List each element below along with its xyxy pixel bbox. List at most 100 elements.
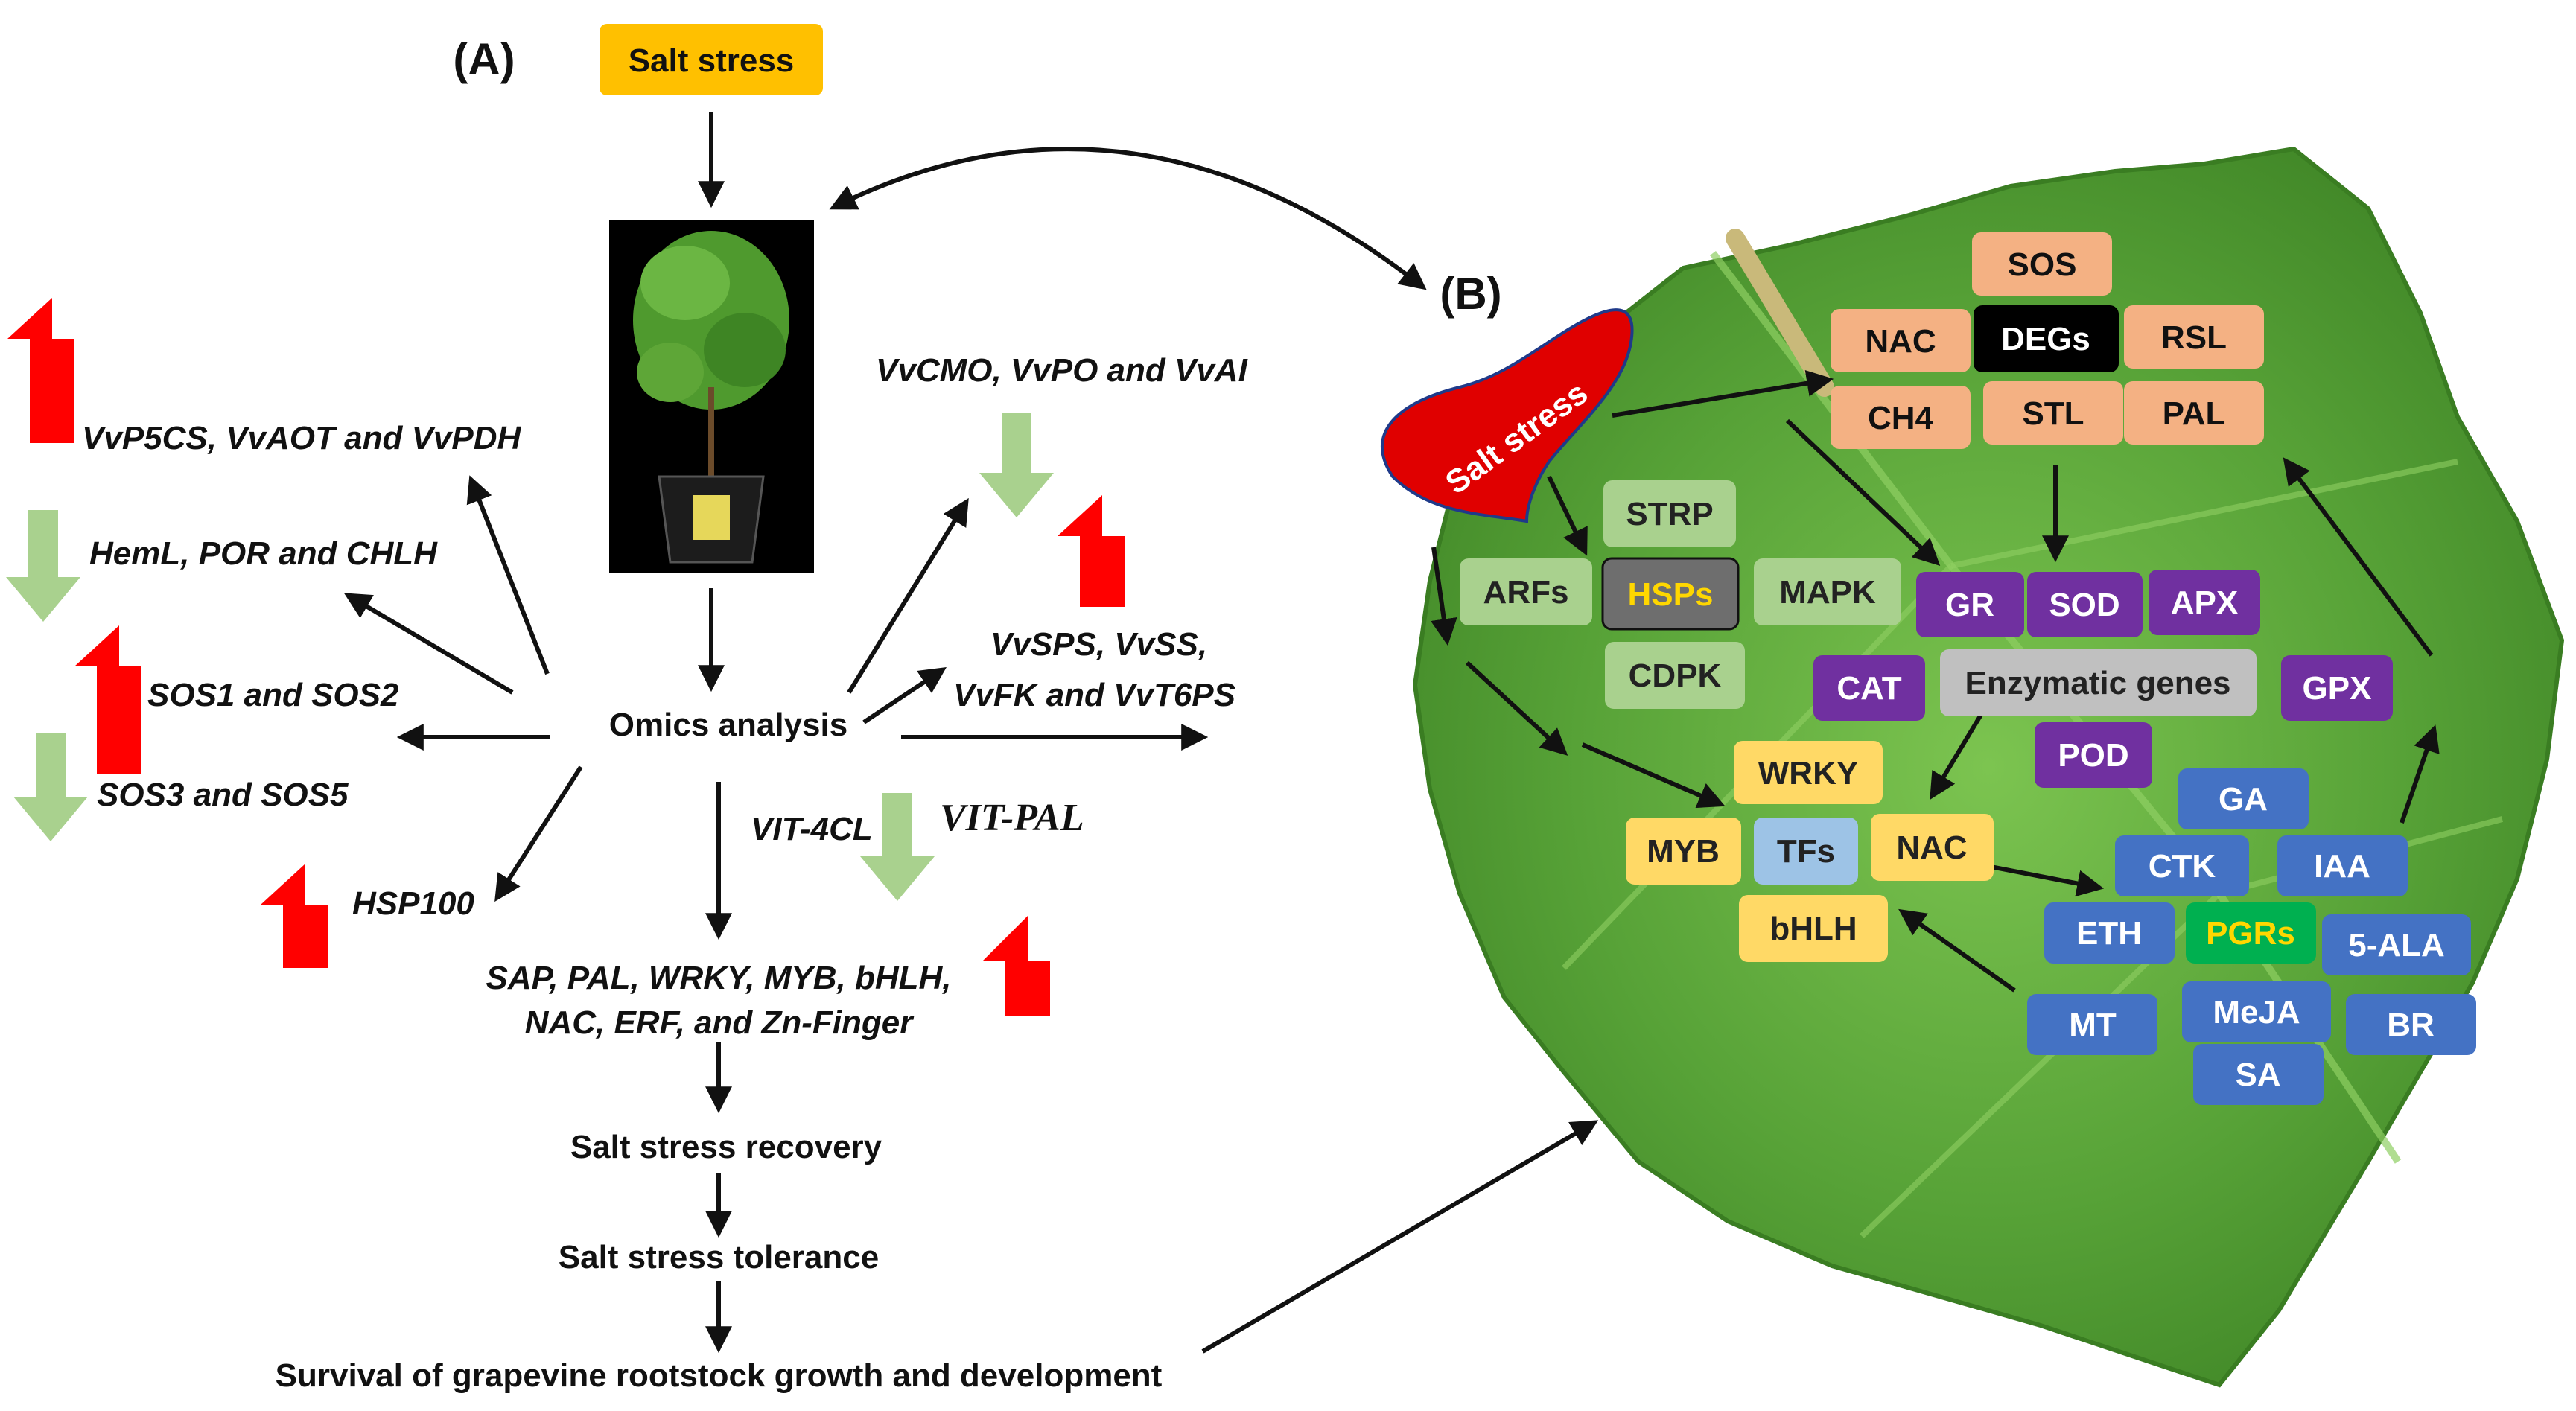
- grapevine-plant-image: [609, 220, 814, 573]
- tolerance-label: Salt stress tolerance: [559, 1239, 879, 1275]
- gene-label-heml: HemL, POR and CHLH: [89, 535, 438, 572]
- deg-label: SOS: [2008, 246, 2077, 283]
- salt-stress-label: Salt stress: [629, 42, 795, 79]
- up-arrow-icon: [1058, 495, 1125, 607]
- pgr-label: IAA: [2314, 848, 2370, 885]
- pgr-box-mt: MT: [2027, 994, 2157, 1055]
- pgr-box-br: BR: [2346, 994, 2476, 1055]
- pgr-box-sa: SA: [2193, 1044, 2324, 1105]
- tf-label: TFs: [1777, 833, 1835, 870]
- signal-box-hsps: HSPs: [1601, 557, 1740, 631]
- down-arrow-icon: [13, 733, 88, 841]
- arrow-salt-down: [1431, 547, 1457, 646]
- arrow-degs-to-gr: [1785, 418, 1941, 566]
- deg-label: DEGs: [2001, 321, 2090, 357]
- arrow-to-hsp100: [494, 765, 583, 902]
- enzyme-box-gr: GR: [1916, 572, 2024, 637]
- arrow-to-vvp5cs: [466, 475, 550, 675]
- deg-label: NAC: [1865, 323, 1936, 360]
- enzyme-box-pod: POD: [2035, 722, 2152, 788]
- arrow-mt-to-bhlh: [1898, 908, 2016, 993]
- tf-label: bHLH: [1769, 911, 1857, 947]
- pgr-label: CTK: [2149, 848, 2216, 885]
- deg-label: RSL: [2161, 319, 2227, 356]
- recovery-label: Salt stress recovery: [570, 1129, 882, 1165]
- gene-label-sos1: SOS1 and SOS2: [147, 677, 399, 713]
- tf-box-tfs: TFs: [1754, 818, 1858, 885]
- enzyme-box-cat: CAT: [1813, 655, 1925, 721]
- pgr-label: GA: [2219, 781, 2268, 818]
- down-arrow-icon: [6, 510, 80, 622]
- arrow-to-vvsps: [862, 667, 947, 724]
- signal-label: CDPK: [1629, 657, 1722, 694]
- pgr-label: MT: [2069, 1007, 2117, 1043]
- enzyme-box-gpx: GPX: [2281, 655, 2393, 721]
- pgr-label: PGRs: [2206, 915, 2295, 952]
- enzyme-label: POD: [2058, 737, 2128, 774]
- deg-label: STL: [2022, 395, 2084, 432]
- gene-label-sos3: SOS3 and SOS5: [97, 777, 349, 813]
- arrow-to-tf-group: [1465, 660, 1568, 756]
- arrow-to-panel-b: [1201, 1120, 1599, 1354]
- arrow-to-heml: [343, 593, 514, 695]
- deg-box-degs: DEGs: [1974, 305, 2119, 372]
- enzyme-label: GPX: [2303, 670, 2372, 707]
- signal-box-strp: STRP: [1603, 480, 1736, 547]
- arrow-iaa-to-gpx: [2400, 724, 2440, 824]
- panel-a-label: (A): [453, 34, 515, 84]
- omics-analysis-label: Omics analysis: [609, 707, 847, 743]
- signal-box-arfs: ARFs: [1460, 558, 1592, 625]
- tf-label: NAC: [1896, 829, 1967, 866]
- enzyme-box-apx: APX: [2149, 570, 2260, 635]
- gene-label-hsp100: HSP100: [352, 885, 474, 922]
- arrow-salt-to-signaling: [1547, 475, 1588, 556]
- deg-box-stl: STL: [1983, 381, 2123, 445]
- signal-label: HSPs: [1628, 576, 1714, 613]
- deg-label: CH4: [1868, 400, 1934, 436]
- tf-box-nac: NAC: [1871, 814, 1994, 881]
- enzyme-box-sod: SOD: [2027, 572, 2143, 637]
- survival-label: Survival of grapevine rootstock growth a…: [276, 1357, 1163, 1394]
- tf-box-myb: MYB: [1626, 818, 1741, 885]
- pgr-box-ga: GA: [2178, 768, 2309, 829]
- gene-label-vvsps: VvSPS, VvSS,: [990, 626, 1207, 663]
- deg-box-rsl: RSL: [2124, 305, 2264, 369]
- tf-list-line-2: NAC, ERF, and Zn-Finger: [525, 1004, 915, 1041]
- enzyme-label: SOD: [2049, 587, 2119, 623]
- up-arrow-icon: [74, 625, 141, 774]
- gene-label-vit-pal: VIT-PAL: [940, 797, 1084, 839]
- signal-label: MAPK: [1779, 574, 1876, 611]
- pgr-label: BR: [2387, 1007, 2435, 1043]
- arrow-enzymatic-to-nac: [1930, 713, 1983, 800]
- deg-label: PAL: [2163, 395, 2226, 432]
- salt-stress-heart-shape: [1381, 308, 1634, 523]
- tf-box-wrky: WRKY: [1734, 741, 1883, 804]
- pgr-label: MeJA: [2213, 994, 2300, 1031]
- tf-box-bhlh: bHLH: [1739, 895, 1888, 962]
- gene-label-vvp5cs: VvP5CS, VvAOT and VvPDH: [82, 420, 522, 456]
- enzyme-label: GR: [1945, 587, 1994, 623]
- enzyme-label: Enzymatic genes: [1965, 665, 2230, 701]
- pgr-box-ctk: CTK: [2115, 835, 2249, 896]
- signal-label: ARFs: [1483, 574, 1569, 611]
- pgr-box-iaa: IAA: [2277, 835, 2408, 896]
- arrow-to-wrky: [1581, 742, 1726, 809]
- down-arrow-icon: [860, 793, 935, 901]
- pgr-box-pgrs: PGRs: [2186, 902, 2316, 964]
- arrow-to-vvcmo: [847, 497, 969, 694]
- deg-box-pal: PAL: [2124, 381, 2264, 445]
- down-arrow-icon: [979, 413, 1054, 517]
- enzyme-box-enzymatic-genes: Enzymatic genes: [1940, 649, 2257, 716]
- signal-box-mapk: MAPK: [1754, 558, 1901, 625]
- tf-label: MYB: [1647, 833, 1720, 870]
- arrow-salt-to-degs: [1612, 369, 1834, 418]
- deg-box-nac: NAC: [1831, 309, 1971, 372]
- pgr-box-meja: MeJA: [2182, 981, 2331, 1042]
- up-arrow-icon: [7, 298, 74, 443]
- signal-label: STRP: [1626, 496, 1713, 532]
- panel-b-label: (B): [1440, 269, 1501, 319]
- pgr-box-eth: ETH: [2044, 902, 2175, 964]
- deg-box-sos: SOS: [1972, 232, 2112, 296]
- curved-link-arrow: [829, 147, 1427, 290]
